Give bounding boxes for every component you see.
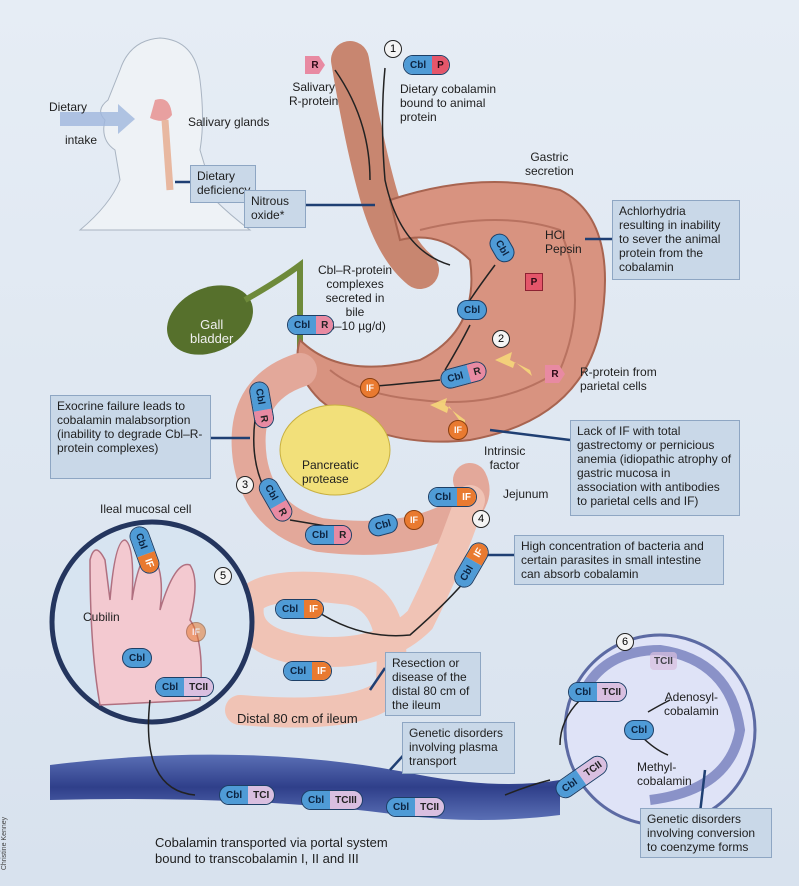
- step-5-marker: 5: [214, 567, 232, 585]
- cubilin-label: Cubilin: [83, 610, 120, 624]
- genetic-conversion-box: Genetic disorders involving conversion t…: [640, 808, 772, 858]
- cbl-stomach-2: Cbl: [457, 300, 488, 320]
- step-3-marker: 3: [236, 476, 254, 494]
- cbl-cell: Cbl: [624, 720, 655, 740]
- r-parietal-tag: R: [545, 365, 565, 383]
- if-jejunum-1: IF: [404, 510, 424, 530]
- jejunum-label: Jejunum: [503, 487, 549, 501]
- step-2-marker: 2: [492, 330, 510, 348]
- esophagus: [331, 41, 439, 289]
- step-1-marker: 1: [384, 40, 402, 58]
- step-6-marker: 6: [616, 633, 634, 651]
- gall-bladder-shape: [167, 285, 253, 355]
- achlorhydria-box: Achlorhydria resulting in inability to s…: [612, 200, 740, 280]
- resection-box: Resection or disease of the distal 80 cm…: [385, 652, 481, 716]
- dietary-intake-arrow: [60, 104, 135, 134]
- genetic-transport-box: Genetic disorders involving plasma trans…: [402, 722, 515, 774]
- methyl-cobalamin-label: Methyl-cobalamin: [637, 760, 692, 788]
- if-degraded: IF: [186, 622, 206, 642]
- pancreas-shape: [279, 404, 391, 496]
- ileal-mucosal-cell-label: Ileal mucosal cell: [100, 502, 192, 516]
- dietary-intake-label-2: intake: [65, 133, 98, 147]
- illustrator-credit: Christine Kenney: [1, 816, 9, 871]
- bile-duct: [243, 259, 303, 350]
- esophagus-tube: [161, 119, 174, 191]
- r-protein-arrows: [430, 352, 532, 428]
- distal-ileum-label: Distal 80 cm of ileum: [237, 711, 358, 726]
- mucosal-cell-shape: [89, 539, 202, 706]
- salivary-glands: [150, 99, 172, 121]
- target-cell-membrane: [575, 644, 746, 805]
- salivary-glands-label: Salivary glands: [188, 115, 270, 129]
- tcii-free: TCII: [650, 652, 677, 670]
- cbl-mucosal: Cbl: [122, 648, 153, 668]
- step-4-marker: 4: [472, 510, 490, 528]
- if-stomach: IF: [360, 378, 380, 398]
- lack-of-if-box: Lack of IF with total gastrectomy or per…: [570, 420, 740, 516]
- adenosyl-cobalamin-label: Adenosyl-cobalamin: [664, 690, 719, 718]
- if-intrinsic: IF: [448, 420, 468, 440]
- bacteria-box: High concentration of bacteria and certa…: [514, 535, 724, 585]
- r-protein-tag: R: [305, 56, 325, 74]
- exocrine-failure-box: Exocrine failure leads to cobalamin mala…: [50, 395, 211, 479]
- dietary-intake-label: Dietary: [49, 100, 88, 114]
- p-stomach: P: [525, 273, 543, 291]
